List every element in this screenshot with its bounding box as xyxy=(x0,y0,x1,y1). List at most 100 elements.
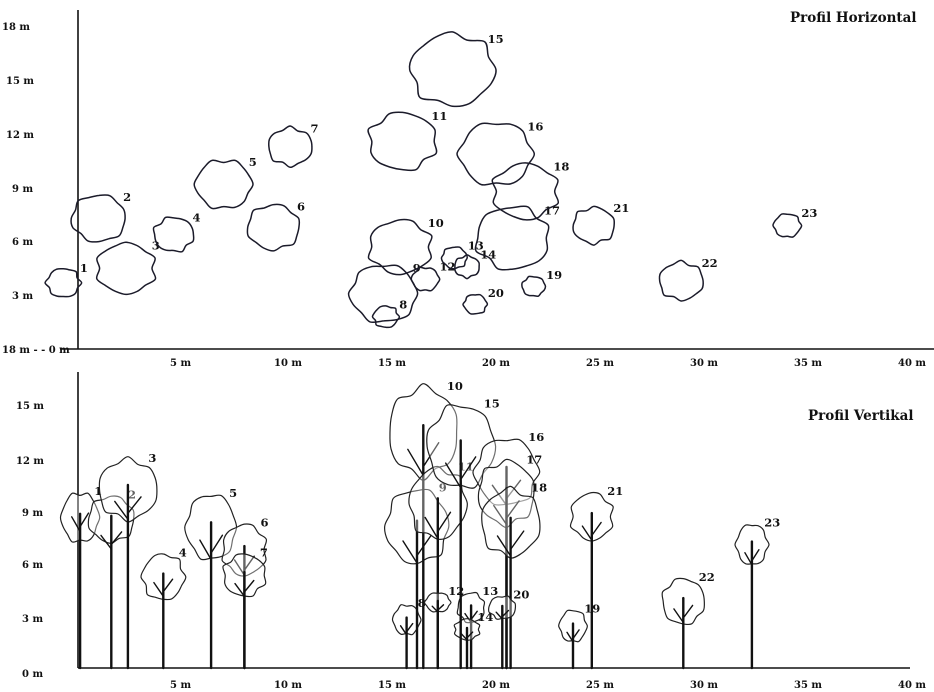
tree-label-6: 6 xyxy=(261,516,269,530)
crown-outline-tree-18 xyxy=(491,162,560,221)
tree-label-9: 9 xyxy=(439,481,447,495)
branches-tree-22 xyxy=(673,604,694,624)
v-x-tick-40: 40 m xyxy=(898,680,926,691)
vertical-title: Profil Vertikal xyxy=(808,408,913,424)
crown-outline-tree-13 xyxy=(440,246,468,270)
crown-label-tree-20: 20 xyxy=(488,286,504,300)
v-y-tick-0: 0 m xyxy=(22,669,43,680)
crown-outline-tree-15 xyxy=(408,31,497,108)
tree-label-21: 21 xyxy=(607,484,623,498)
crown-label-tree-3: 3 xyxy=(152,239,160,253)
tree-label-22: 22 xyxy=(699,570,715,584)
tree-label-20: 20 xyxy=(513,587,529,601)
crown-outline-tree-1 xyxy=(44,267,83,298)
tree-label-10: 10 xyxy=(447,379,463,393)
crown-label-tree-4: 4 xyxy=(193,211,201,225)
crown-label-tree-1: 1 xyxy=(80,261,88,275)
crown-outline-tree-16 xyxy=(456,122,536,186)
v-x-tick-5: 5 m xyxy=(170,680,191,691)
crown-outline-tree-22 xyxy=(658,259,704,302)
branches-tree-2 xyxy=(100,531,123,550)
horizontal-profile-panel: Profil Horizontal 18 m 15 m 12 m 9 m 6 m… xyxy=(2,10,934,369)
crown-label-tree-19: 19 xyxy=(546,268,562,282)
v-x-tick-15: 15 m xyxy=(378,680,406,691)
v-y-tick-12: 12 m xyxy=(16,456,44,467)
v-x-tick-25: 25 m xyxy=(586,680,614,691)
crown-label-tree-11: 11 xyxy=(431,109,447,123)
v-x-tick-30: 30 m xyxy=(690,680,718,691)
branches-tree-23 xyxy=(744,549,760,566)
v-y-tick-3: 3 m xyxy=(22,614,43,625)
crown-outline-tree-17 xyxy=(474,205,550,271)
h-x-tick-5: 5 m xyxy=(170,358,191,369)
tree-label-4: 4 xyxy=(179,545,187,559)
tree-label-15: 15 xyxy=(484,397,500,411)
crown-outline-tree-8 xyxy=(371,305,401,329)
tree-label-17: 17 xyxy=(526,453,542,467)
crown-outline-tree-23 xyxy=(772,213,803,238)
crown-label-tree-6: 6 xyxy=(297,200,305,214)
h-x-tick-25: 25 m xyxy=(586,358,614,369)
crown-outline-tree-5 xyxy=(193,159,254,210)
branches-tree-8 xyxy=(399,622,414,636)
crown-label-tree-17: 17 xyxy=(544,204,560,218)
h-y-tick-18: 18 m xyxy=(2,22,30,33)
h-y-tick-15: 15 m xyxy=(6,76,34,87)
branches-tree-7 xyxy=(234,579,255,597)
branches-tree-5 xyxy=(199,534,224,561)
branches-tree-14 xyxy=(460,631,474,641)
branches-tree-19 xyxy=(566,629,580,643)
branches-tree-13 xyxy=(464,610,478,624)
tree-label-13: 13 xyxy=(482,584,498,598)
h-x-tick-35: 35 m xyxy=(794,358,822,369)
crown-label-tree-21: 21 xyxy=(613,201,629,215)
h-y-tick-12: 12 m xyxy=(6,130,34,141)
branches-tree-3 xyxy=(114,496,142,520)
crown-label-tree-23: 23 xyxy=(801,206,817,220)
crown-outline-tree-11 xyxy=(367,111,438,172)
h-x-tick-10: 10 m xyxy=(274,358,302,369)
tree-label-8: 8 xyxy=(418,596,426,610)
crown-label-tree-10: 10 xyxy=(428,216,444,230)
tree-label-3: 3 xyxy=(148,451,156,465)
horizontal-title: Profil Horizontal xyxy=(790,10,917,26)
crown-outline-tree-20 xyxy=(462,293,489,315)
crown-outline-tree-4 xyxy=(152,216,195,253)
crown-label-tree-15: 15 xyxy=(488,32,504,46)
crown-label-tree-16: 16 xyxy=(527,119,543,133)
crown-label-tree-9: 9 xyxy=(413,261,421,275)
tree-label-16: 16 xyxy=(528,430,544,444)
branches-tree-10 xyxy=(407,442,440,477)
v-y-tick-6: 6 m xyxy=(22,560,43,571)
h-x-tick-40: 40 m xyxy=(898,358,926,369)
crown-label-tree-14: 14 xyxy=(480,248,496,262)
tree-label-1: 1 xyxy=(94,484,102,498)
crown-label-tree-18: 18 xyxy=(553,160,569,174)
crown-outline-tree-14 xyxy=(454,254,480,280)
crown-outline-tree-12 xyxy=(410,266,441,292)
branches-tree-12 xyxy=(431,604,445,613)
branches-tree-17 xyxy=(493,500,520,526)
v-y-tick-9: 9 m xyxy=(22,508,43,519)
h-x-tick-20: 20 m xyxy=(482,358,510,369)
tree-label-14: 14 xyxy=(477,610,493,624)
crown-label-tree-5: 5 xyxy=(249,155,257,169)
crown-label-tree-7: 7 xyxy=(311,122,319,136)
v-y-tick-15: 15 m xyxy=(16,401,44,412)
branches-tree-20 xyxy=(495,609,510,620)
crown-label-tree-8: 8 xyxy=(399,298,407,312)
h-y-tick-3: 3 m xyxy=(12,291,33,302)
tree-label-2: 2 xyxy=(128,488,136,502)
tree-label-5: 5 xyxy=(229,486,237,500)
branches-tree-1 xyxy=(71,512,90,533)
tree-label-23: 23 xyxy=(764,516,780,530)
crown-outline-tree-7 xyxy=(267,125,313,169)
tree-label-7: 7 xyxy=(260,545,268,559)
branches-tree-21 xyxy=(581,521,602,541)
crown-outline-tree-2 xyxy=(70,194,126,243)
branches-tree-16 xyxy=(491,479,522,506)
branches-tree-6 xyxy=(233,555,255,576)
